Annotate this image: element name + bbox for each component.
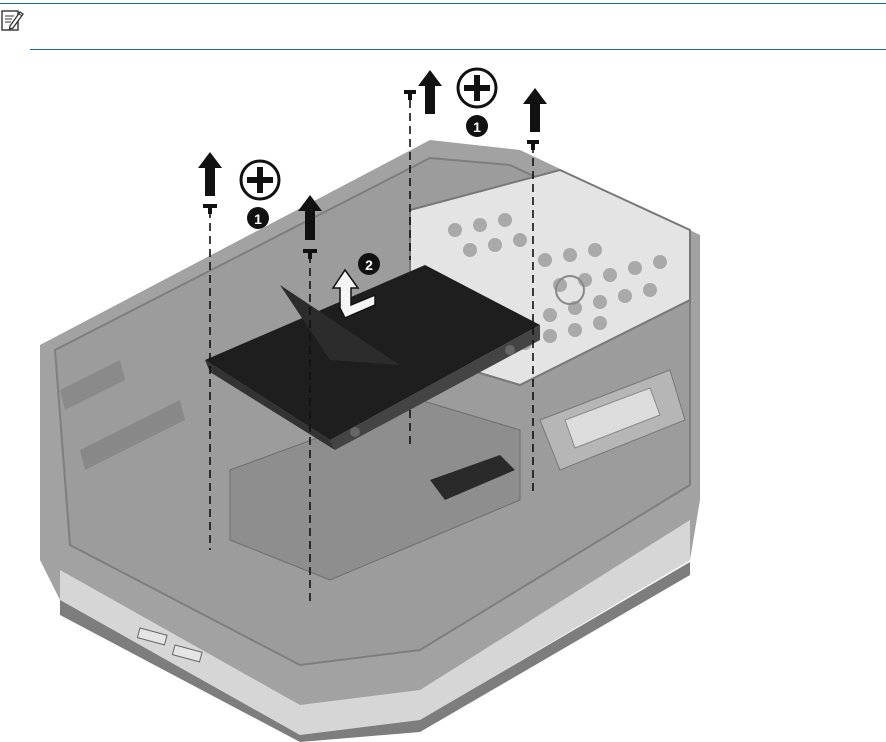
arrow-up-icon bbox=[523, 88, 547, 132]
svg-text:1: 1 bbox=[473, 119, 481, 135]
step-badge-right: 1 bbox=[466, 115, 488, 137]
arrow-up-icon bbox=[418, 70, 442, 114]
step-badge-drive: 2 bbox=[358, 253, 380, 275]
screw-icon bbox=[203, 204, 217, 214]
step-badge-left: 1 bbox=[247, 207, 269, 229]
phillips-screwdriver-icon bbox=[458, 69, 496, 107]
phillips-screwdriver-icon bbox=[241, 161, 279, 199]
arrow-up-icon bbox=[198, 152, 222, 196]
screw-icon bbox=[527, 140, 539, 150]
svg-text:2: 2 bbox=[365, 257, 373, 273]
screw-icon bbox=[404, 90, 416, 100]
svg-text:1: 1 bbox=[254, 211, 262, 227]
